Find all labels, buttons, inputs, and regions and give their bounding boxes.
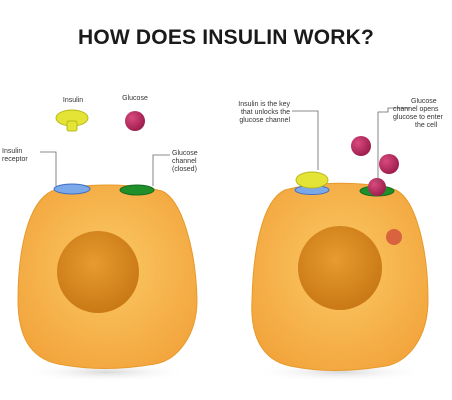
open-channel-leader [377, 107, 410, 184]
bound-insulin-icon [295, 171, 329, 189]
glucose-icon [379, 154, 399, 174]
closed-channel-label: Glucose channel (closed) [172, 150, 198, 173]
page-title: HOW DOES INSULIN WORK? [77, 26, 375, 49]
right-cell-nucleus [298, 226, 382, 310]
insulin-label: Insulin [62, 97, 84, 104]
glucose-entering-icon [368, 178, 386, 196]
closed-channel-leader [152, 154, 170, 186]
left-cell-shadow [21, 362, 191, 382]
glucose-icon [125, 111, 145, 131]
open-channel-label: Glucose channel opens glucose to enter t… [393, 98, 443, 129]
glucose-icon [351, 136, 371, 156]
insulin-key-leader [292, 110, 319, 170]
glucose-inside-icon [386, 229, 402, 245]
glucose-label: Glucose [122, 95, 148, 102]
insulin-icon [55, 109, 89, 132]
left-cell-nucleus [57, 231, 139, 313]
insulin-key-label: Insulin is the key that unlocks the gluc… [238, 101, 290, 124]
insulin-receptor-label: Insulin receptor [2, 148, 28, 163]
left-glucose-channel [119, 184, 155, 196]
receptor-leader [40, 151, 57, 186]
left-insulin-receptor [53, 183, 91, 195]
